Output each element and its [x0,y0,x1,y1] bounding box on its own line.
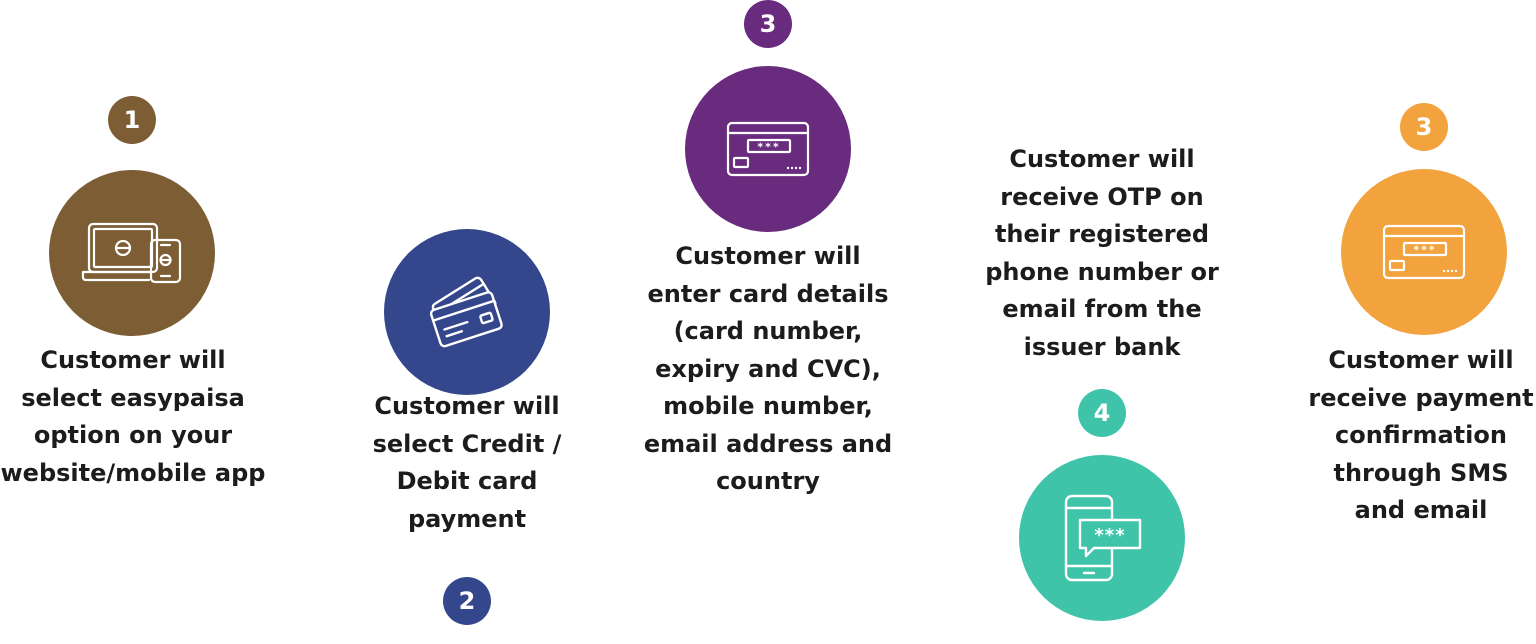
laptop-phone-icon [81,222,182,284]
svg-text:***: *** [757,141,780,154]
step-5-description: Customer will receive payment confirmati… [1308,346,1534,524]
phone-otp-icon: *** [1064,494,1142,582]
step-5-circle: *** [1341,169,1507,335]
step-3-description: Customer will enter card details (card n… [643,242,893,495]
step-2-circle [384,229,550,395]
step-1-badge: 1 [108,96,156,144]
svg-text:***: *** [1413,244,1436,257]
step-4-badge: 4 [1078,389,1126,437]
step-3-circle: *** [685,66,851,232]
step-5-badge: 3 [1400,103,1448,151]
step-4-circle: *** [1019,455,1185,621]
step-2-description: Customer will select Credit / Debit card… [372,392,562,533]
step-1-description: Customer will select easypaisa option on… [0,346,266,487]
step-4-description: Customer will receive OTP on their regis… [985,145,1219,361]
card-confirmation-icon: *** [1382,224,1466,280]
card-details-icon: *** [726,121,810,177]
credit-cards-icon [429,276,503,348]
step-2-badge: 2 [443,577,491,625]
step-3-badge: 3 [744,0,792,48]
svg-text:***: *** [1094,525,1125,546]
step-1-circle [49,170,215,336]
